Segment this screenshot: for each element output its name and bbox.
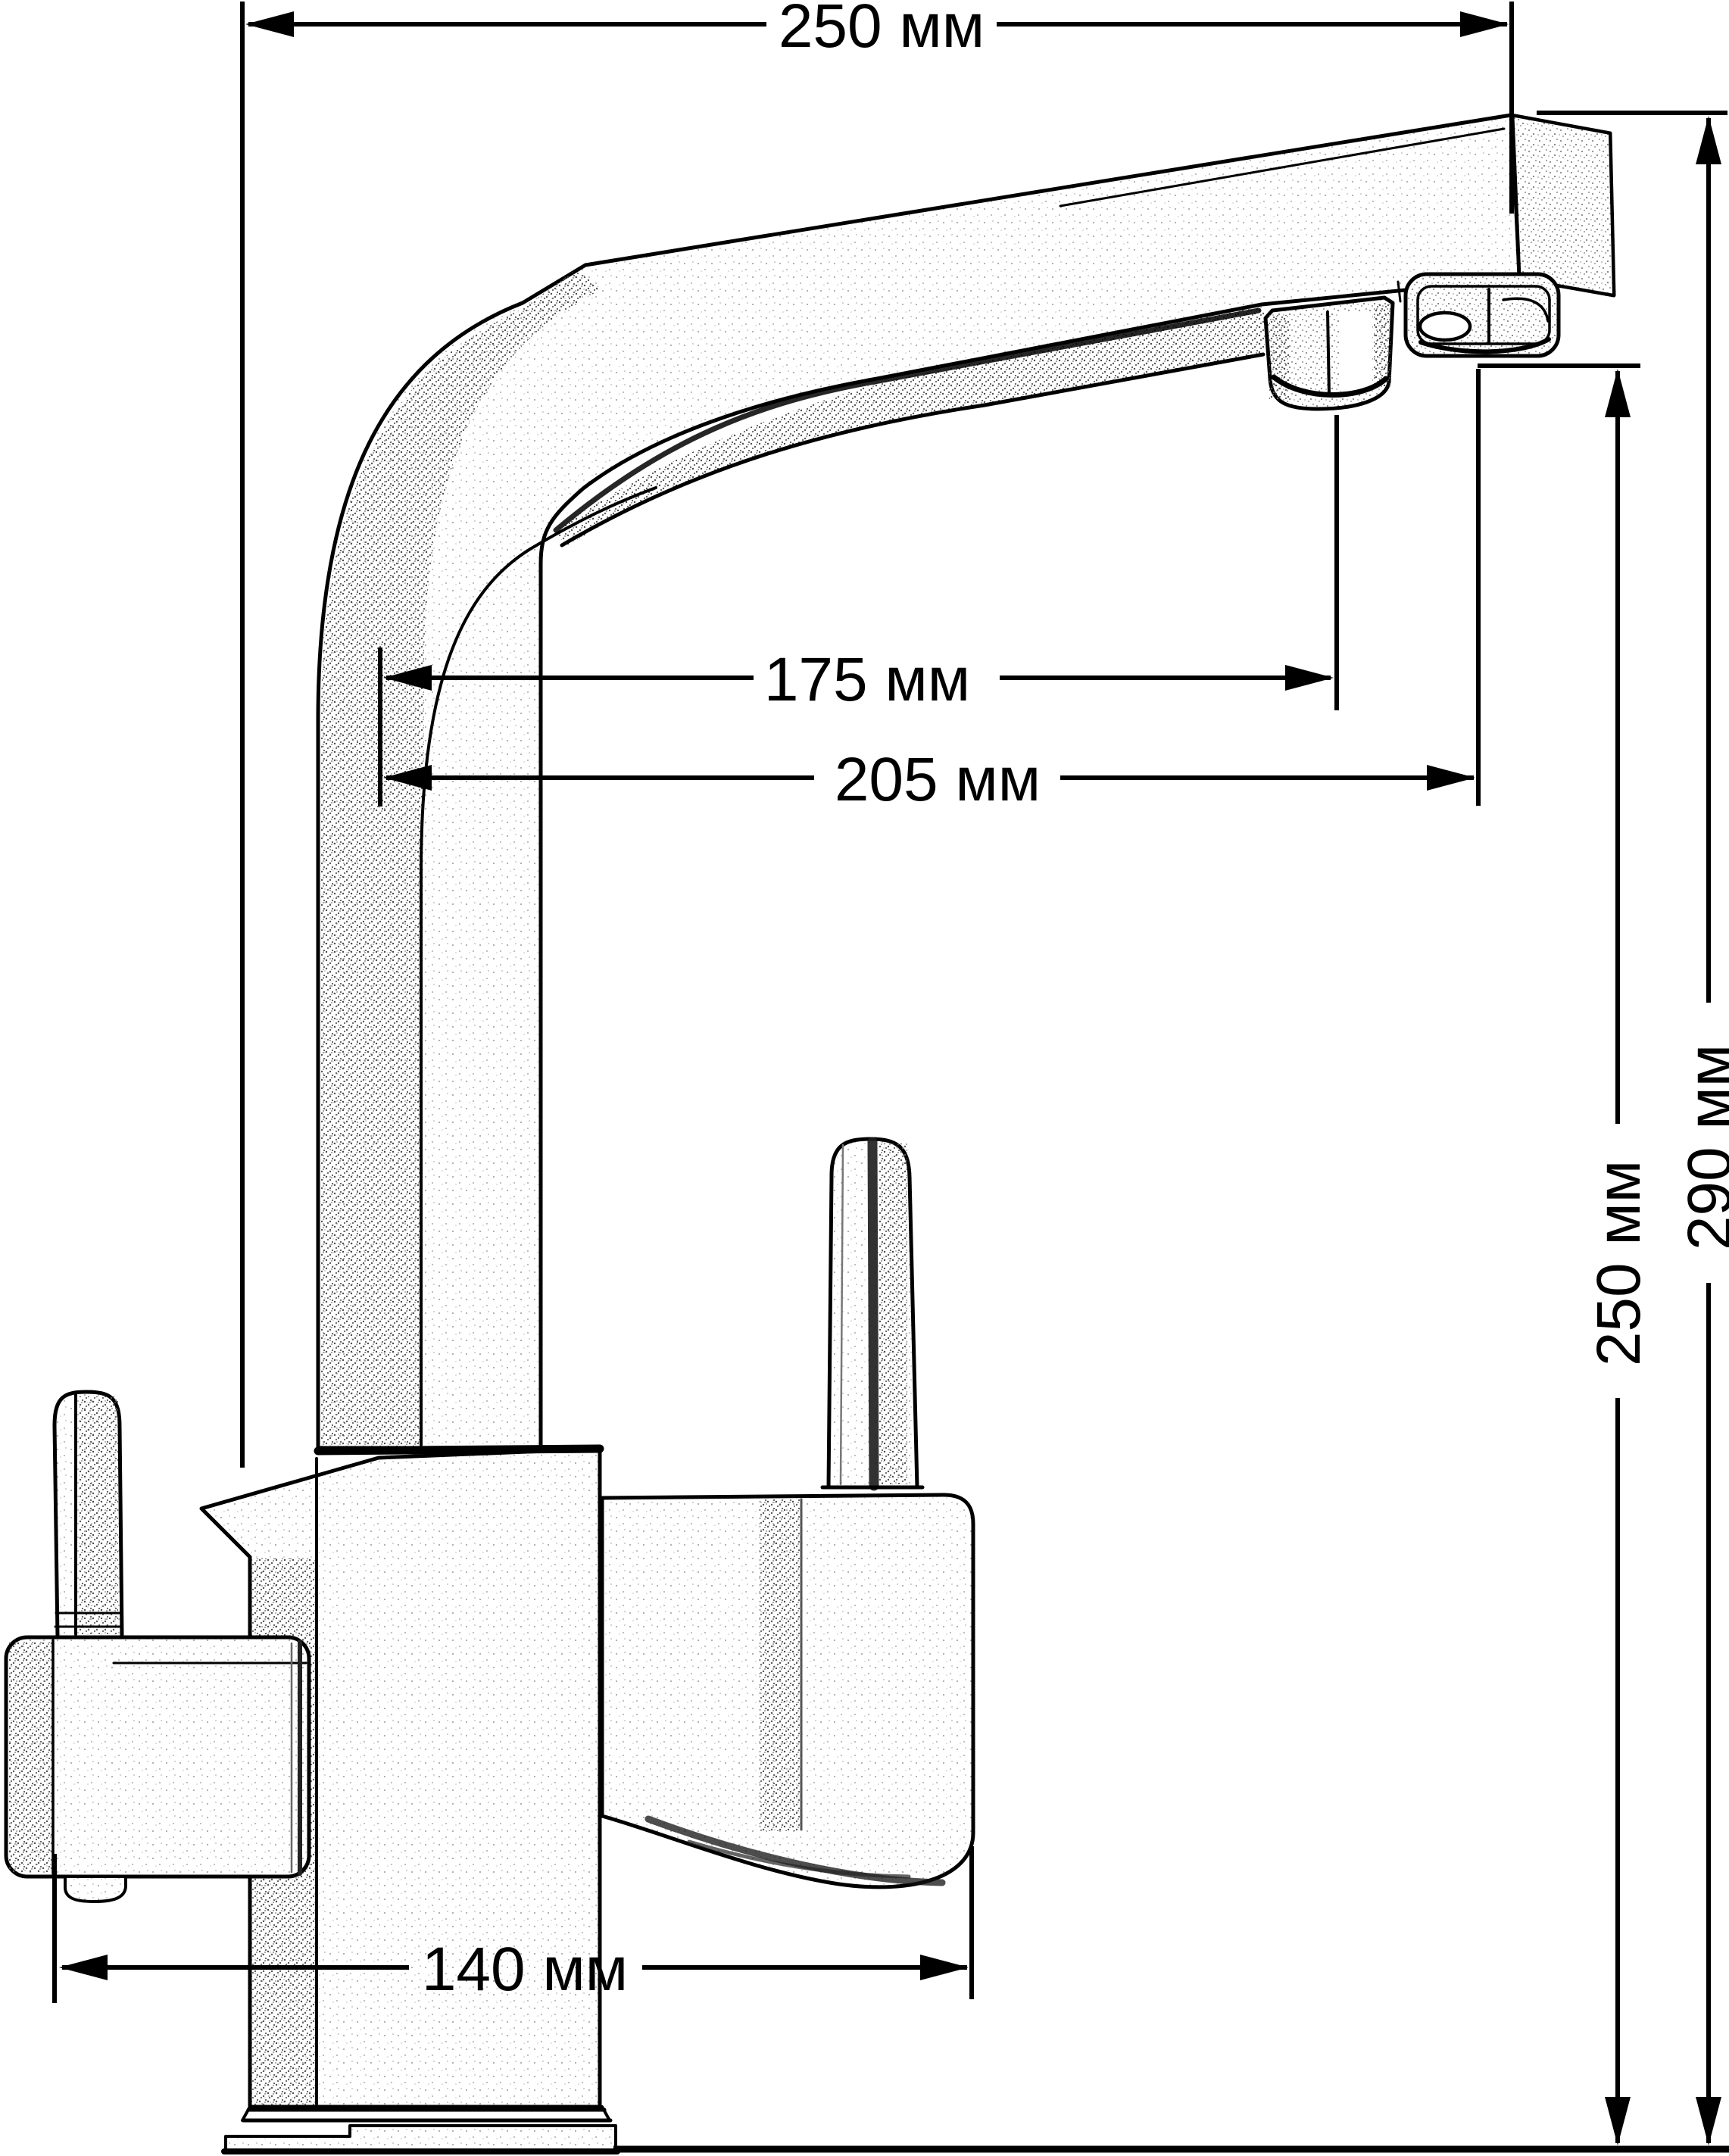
spout-underside-back-edge-line [560, 352, 1266, 548]
aerator-bottom-shadow-line [1418, 337, 1551, 354]
right-handle-boss-shading [760, 1499, 802, 1831]
right-handle-underside-shade-line-1 [644, 1815, 946, 1886]
dimension-reach-to-aerator: 175 мм [378, 415, 1339, 807]
base-plate [224, 2124, 617, 2151]
spout-underside-front-edge-line [553, 307, 1262, 533]
arrowhead-right-icon [1460, 11, 1509, 37]
aerator-housing-inner-rim [1416, 285, 1551, 345]
faucet-sketch [4, 113, 1729, 2154]
dimension-annotations: 250 мм 175 мм 205 мм [52, 0, 1729, 2145]
dimension-height-to-aerator: 250 мм [1478, 363, 1653, 2145]
spout-end-face [1509, 114, 1615, 297]
right-handle-lever-stripe [867, 1137, 879, 1491]
arrowhead-left-icon [383, 665, 432, 691]
filtered-outlet-shading-right [1374, 304, 1390, 388]
arrowhead-right-icon [920, 1955, 969, 1980]
arrowhead-right-icon [1427, 765, 1475, 791]
riser-left-face-shading [321, 270, 602, 1446]
body-top-edge-line [314, 1444, 604, 1456]
arrowhead-left-icon [59, 1955, 108, 1980]
dimension-label: 250 мм [1584, 1160, 1653, 1366]
filtered-outlet-bottom-rim-line [1271, 374, 1389, 398]
aerator-seam-line [1397, 280, 1402, 303]
arrowhead-up-icon [1605, 369, 1631, 417]
dimension-label: 290 мм [1675, 1044, 1729, 1250]
dimension-label: 250 мм [779, 0, 985, 61]
left-handle-foot [64, 1875, 127, 1903]
dimension-reach-to-spout-end: 205 мм [383, 369, 1481, 814]
aerator-right-detail-line [1502, 297, 1550, 323]
arrowhead-up-icon [1696, 116, 1721, 164]
arrowhead-left-icon [245, 11, 294, 37]
arrowhead-right-icon [1285, 665, 1334, 691]
left-handle-block-left-shading [9, 1642, 51, 1872]
dimension-label: 205 мм [835, 745, 1041, 814]
dimension-base-width: 140 мм [52, 1846, 974, 2004]
dimension-overall-height: 290 мм [1537, 111, 1729, 2145]
aerator-oval-recess [1418, 310, 1472, 342]
arrowhead-down-icon [1605, 2097, 1631, 2145]
filtered-outlet [1263, 295, 1395, 411]
right-handle [600, 1137, 975, 1889]
spout-top-chamfer-line [1059, 127, 1506, 207]
right-handle-lever-shading [879, 1144, 907, 1484]
riser-crease-line [420, 486, 657, 1446]
right-handle-underside-shade-line-2 [687, 1839, 911, 1879]
dimension-label: 140 мм [422, 1935, 628, 2004]
left-handle [4, 1390, 311, 1903]
arrowhead-down-icon [1696, 2097, 1721, 2145]
right-handle-lever-inner-line [839, 1144, 844, 1486]
dimension-label: 175 мм [764, 645, 970, 714]
aerator [1397, 272, 1561, 358]
dimension-top-width: 250 мм [240, 0, 1514, 1468]
spout-underside-face-shading [556, 306, 1268, 547]
filtered-outlet-highlight [1339, 312, 1372, 391]
left-handle-lever-shading [79, 1396, 118, 1634]
left-handle-block [4, 1635, 311, 1879]
filtered-outlet-divider-line [1326, 310, 1331, 397]
arrowhead-left-icon [383, 765, 432, 791]
base [221, 2105, 620, 2154]
